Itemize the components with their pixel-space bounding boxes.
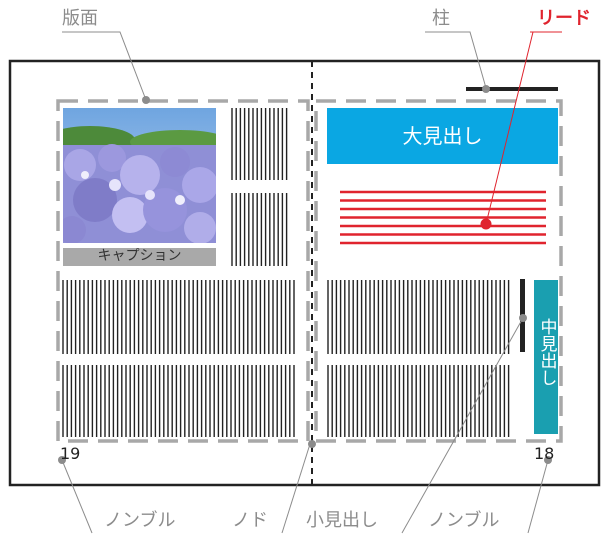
medium-heading-text: 中見出し bbox=[536, 318, 557, 386]
leader-hashira bbox=[425, 31, 487, 89]
large-heading-text: 大見出し bbox=[402, 124, 483, 148]
leader-komidashi bbox=[401, 317, 524, 534]
large-heading-box bbox=[327, 108, 558, 164]
callout-dots bbox=[58, 85, 552, 464]
photo bbox=[63, 108, 216, 243]
body-text-lines bbox=[62, 108, 510, 437]
lead-text-lines bbox=[340, 190, 546, 245]
caption-text: キャプション bbox=[97, 248, 182, 264]
label-nombre-right: ノンブル bbox=[428, 510, 500, 531]
label-komidashi: 小見出し bbox=[306, 510, 378, 531]
label-hanmen: 版面 bbox=[62, 8, 98, 29]
leader-lead-arrow bbox=[485, 31, 534, 225]
label-nombre-left: ノンブル bbox=[104, 510, 176, 531]
callout-lines bbox=[61, 31, 562, 534]
label-lead: リード bbox=[537, 8, 591, 29]
caption-bar bbox=[63, 248, 216, 266]
page-number-left: 19 bbox=[60, 444, 81, 463]
leader-nombre-left bbox=[61, 459, 93, 534]
spread-frame bbox=[8, 59, 601, 487]
label-hashira: 柱 bbox=[432, 8, 450, 29]
leader-hanmen bbox=[62, 31, 147, 101]
label-nodo: ノド bbox=[232, 510, 268, 531]
type-area-left bbox=[56, 99, 310, 443]
medium-heading-box bbox=[534, 280, 558, 434]
leader-nombre-right bbox=[527, 459, 549, 534]
leader-nodo bbox=[281, 443, 311, 534]
type-area-right bbox=[314, 99, 563, 443]
page-number-right: 18 bbox=[534, 444, 555, 463]
